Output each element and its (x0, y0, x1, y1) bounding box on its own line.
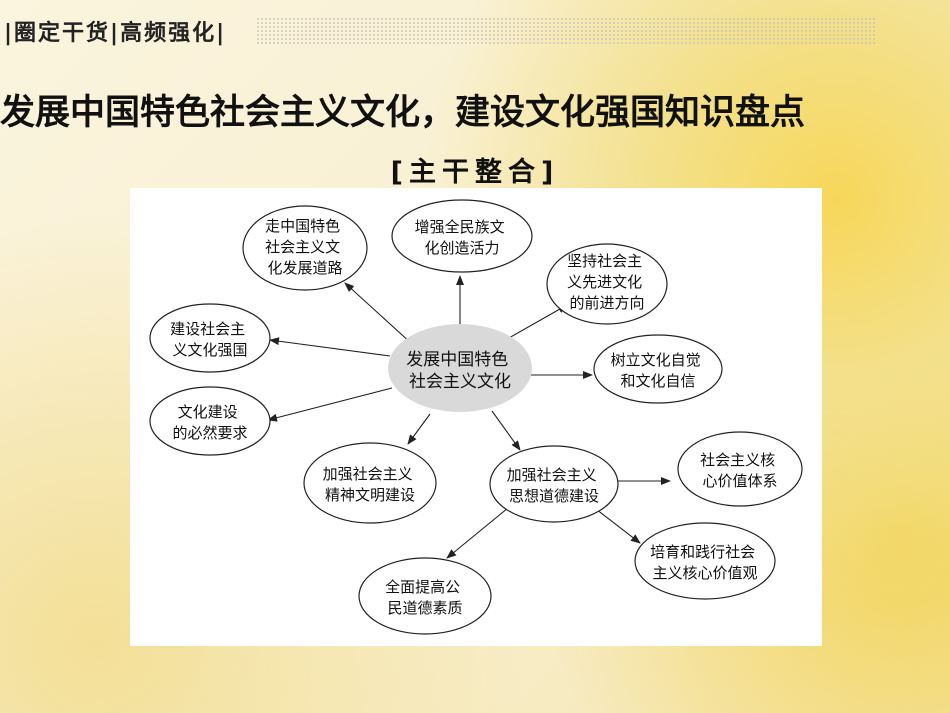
node-spiritual (303, 442, 437, 524)
label-core-system: 社会主义核 心价值体系 (700, 451, 780, 490)
arrow-to-road (344, 282, 413, 345)
node-confidence (593, 334, 723, 404)
diagram-arrows (267, 275, 671, 559)
header-pattern (256, 17, 876, 44)
label-strong-nation: 建设社会主 义文化强国 (170, 320, 250, 359)
label-necessity: 文化建设 的必然要求 (172, 403, 247, 442)
arrow-to-moral (491, 410, 521, 451)
node-moral (489, 445, 619, 523)
node-quality (358, 557, 492, 635)
page-title: 发展中国特色社会主义文化，建设文化强国知识盘点 (0, 93, 806, 133)
page-subtitle: [主干整合] (390, 157, 560, 188)
arrow-to-necessity (267, 387, 393, 422)
node-strong-nation (149, 303, 271, 373)
node-direction (546, 243, 668, 325)
label-vitality: 增强全民族文 化创造活力 (415, 218, 510, 257)
diagram-nodes (149, 199, 803, 635)
arrow-to-direction (499, 304, 568, 344)
label-quality: 全面提高公 民道德素质 (385, 578, 465, 617)
label-spiritual: 加强社会主义 精神文明建设 (323, 465, 418, 504)
node-core-values (634, 522, 776, 600)
diagram-labels: 发展中国特色 社会主义文化 走中国特色 社会主义文 化发展道路 增强全民族文 化… (170, 217, 780, 617)
label-moral: 加强社会主义 思想道德建设 (507, 466, 602, 505)
label-direction: 坚持社会主 义先进文化 的前进方向 (567, 252, 647, 312)
header-tag: |圈定干货|高频强化| (4, 21, 227, 46)
node-road (242, 205, 368, 291)
label-road: 走中国特色 社会主义文 化发展道路 (265, 217, 345, 277)
header-bar: |圈定干货|高频强化| (0, 0, 950, 46)
node-core-system (677, 431, 803, 507)
diagram-svg: 发展中国特色 社会主义文化 走中国特色 社会主义文 化发展道路 增强全民族文 化… (149, 199, 803, 635)
node-center (388, 324, 532, 412)
arrow-to-core-values (591, 505, 641, 544)
arrow-to-quality (446, 507, 509, 559)
node-vitality (391, 199, 533, 273)
label-center: 发展中国特色 社会主义文化 (406, 350, 513, 392)
arrow-to-spiritual (407, 413, 431, 445)
label-confidence: 树立文化自觉 和文化自信 (611, 351, 706, 390)
label-core-values: 培育和践行社会 主义核心价值观 (650, 543, 760, 582)
node-necessity (149, 386, 271, 456)
arrow-to-strong-nation (269, 337, 391, 357)
concept-diagram: 发展中国特色 社会主义文化 走中国特色 社会主义文 化发展道路 增强全民族文 化… (130, 188, 822, 646)
